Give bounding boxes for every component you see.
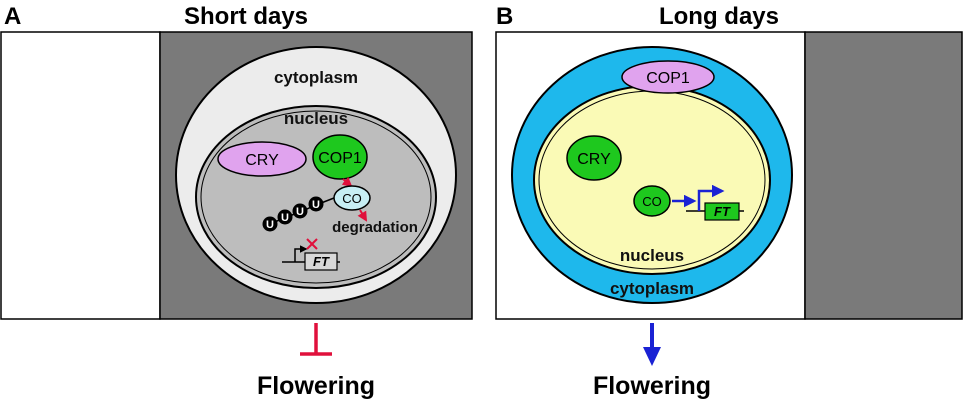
co-b-label: CO bbox=[642, 194, 662, 209]
ubiquitin-3: U bbox=[292, 203, 308, 219]
cry-b-label: CRY bbox=[577, 151, 611, 168]
ubiquitin-4: U bbox=[308, 196, 324, 212]
degradation-arrow bbox=[357, 209, 368, 222]
activation-arrow bbox=[643, 323, 661, 366]
panel-b-title: Long days bbox=[659, 3, 779, 30]
panel-a-letter: A bbox=[4, 3, 21, 30]
svg-text:U: U bbox=[312, 199, 320, 211]
cry-a bbox=[217, 141, 307, 177]
nucleus-a-label: nucleus bbox=[284, 109, 348, 128]
panel-b: B Long days cytoplasm nucleus COP1 CRY C… bbox=[495, 3, 963, 400]
cop1-a bbox=[312, 134, 368, 180]
inhibition-symbol bbox=[300, 323, 332, 356]
svg-text:U: U bbox=[266, 219, 274, 231]
degradation-label: degradation bbox=[332, 219, 418, 236]
co-a-label: CO bbox=[342, 191, 362, 206]
ubiquitin-1: U bbox=[262, 216, 278, 232]
transcription-blocked-cross-icon bbox=[306, 238, 318, 250]
nucleus-b-label: nucleus bbox=[620, 246, 684, 265]
ft-b-label: FT bbox=[714, 204, 731, 219]
cytoplasm-a-label: cytoplasm bbox=[274, 68, 358, 87]
panel-a: A Short days cytoplasm nucleus CRY COP1 … bbox=[0, 3, 473, 400]
panel-b-dark-region bbox=[804, 31, 963, 320]
cop1-b bbox=[621, 60, 715, 94]
cytoplasm-b-label: cytoplasm bbox=[610, 279, 694, 298]
ft-gene-a: FT bbox=[282, 245, 340, 271]
ubiquitin-2: U bbox=[277, 209, 293, 225]
co-b bbox=[633, 185, 671, 217]
cop1-a-label: COP1 bbox=[318, 150, 362, 167]
cry-a-label: CRY bbox=[245, 152, 279, 169]
svg-text:U: U bbox=[281, 212, 289, 224]
svg-text:U: U bbox=[296, 206, 304, 218]
cop1-to-co-arrow bbox=[341, 176, 353, 188]
ft-a-label: FT bbox=[313, 254, 330, 269]
panel-a-title: Short days bbox=[184, 3, 308, 30]
cop1-b-label: COP1 bbox=[646, 70, 690, 87]
nucleus-a-inner-membrane bbox=[200, 110, 432, 284]
panel-a-light-region bbox=[0, 31, 161, 320]
ft-gene-b: FT bbox=[686, 184, 744, 221]
cry-b bbox=[566, 135, 622, 181]
panel-b-letter: B bbox=[496, 3, 513, 30]
panel-a-outcome: Flowering bbox=[257, 372, 375, 400]
panel-b-outcome: Flowering bbox=[593, 372, 711, 400]
